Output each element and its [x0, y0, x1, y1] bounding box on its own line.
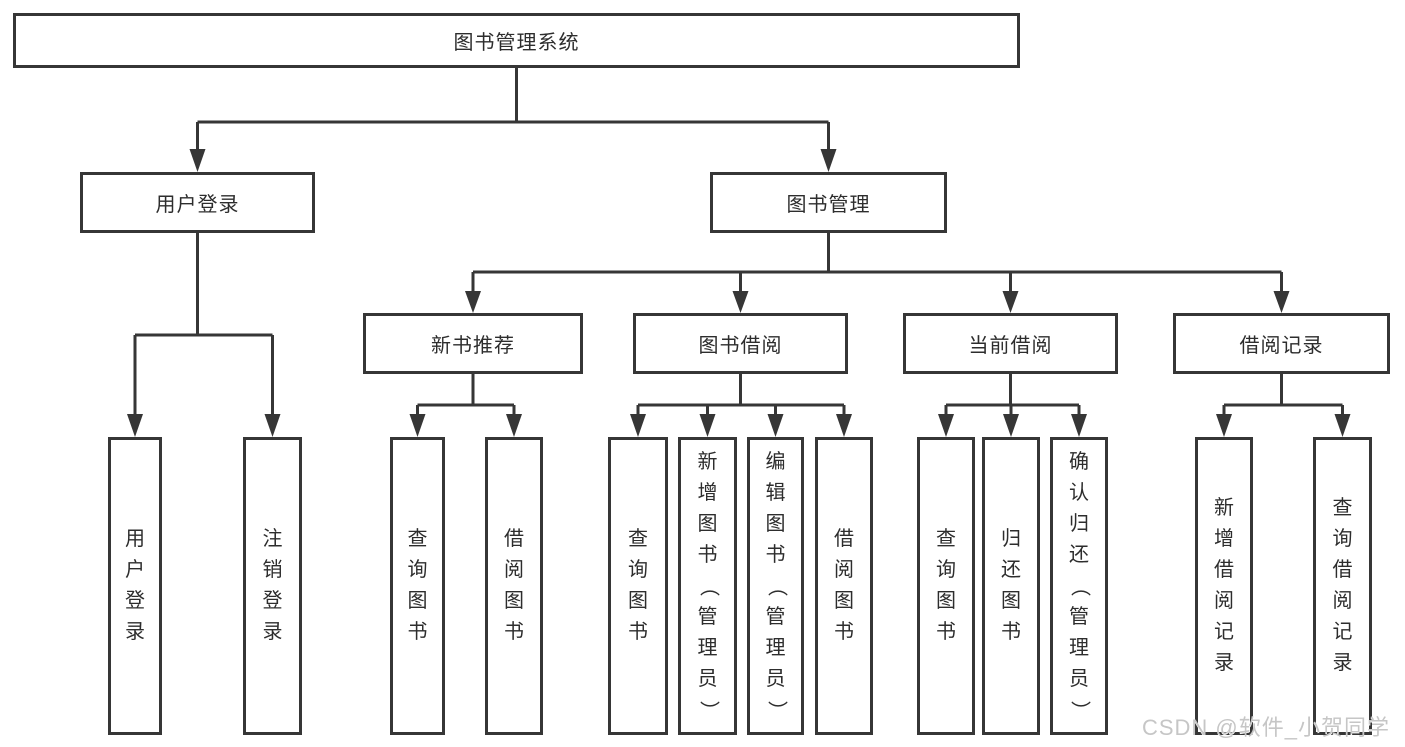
node-label: 查询借阅记录 [1332, 497, 1353, 674]
leaf-return-books: 归还图书 [982, 437, 1040, 735]
leaf-add-borrow-record: 新增借阅记录 [1195, 437, 1253, 735]
leaf-user-login: 用户登录 [108, 437, 162, 735]
node-book-borrowing: 图书借阅 [633, 313, 848, 374]
leaf-confirm-return-admin: 确认归还（管理员） [1050, 437, 1108, 735]
leaf-edit-books-admin: 编辑图书（管理员） [747, 437, 804, 735]
node-label: 图书管理系统 [453, 32, 580, 54]
node-label: 借阅图书 [504, 528, 524, 643]
node-label: 确认归还（管理员） [1068, 450, 1091, 721]
leaf-logout: 注销登录 [243, 437, 302, 735]
connector-root-to-level2 [196, 68, 830, 150]
leaf-borrow-books-recommend: 借阅图书 [485, 437, 543, 735]
node-label: 编辑图书（管理员） [765, 450, 787, 721]
leaf-borrow-books: 借阅图书 [815, 437, 873, 735]
node-label: 归还图书 [1001, 528, 1021, 643]
node-label: 图书管理 [786, 194, 871, 216]
leaf-query-books-borrow: 查询图书 [608, 437, 668, 735]
node-label: 借阅图书 [834, 528, 854, 643]
node-label: 查询图书 [936, 528, 956, 643]
leaf-query-books-current: 查询图书 [917, 437, 975, 735]
connector-records-leaves [1222, 374, 1344, 415]
node-label: 查询图书 [407, 528, 428, 643]
csdn-watermark: CSDN @软件_小贺同学 [1141, 715, 1390, 740]
connector-recommend-leaves [416, 374, 516, 415]
node-label: 借阅记录 [1239, 335, 1324, 357]
leaf-add-books-admin: 新增图书（管理员） [678, 437, 737, 735]
node-label: 新增图书（管理员） [697, 450, 719, 721]
node-label: 注销登录 [262, 528, 283, 643]
node-label: 查询图书 [628, 528, 648, 643]
leaf-query-borrow-record: 查询借阅记录 [1313, 437, 1372, 735]
node-current-borrowing: 当前借阅 [903, 313, 1118, 374]
connector-current-leaves [944, 374, 1081, 415]
node-library-management-system: 图书管理系统 [13, 13, 1020, 68]
node-label: 用户登录 [155, 194, 240, 216]
connector-user-login-leaves [133, 233, 274, 415]
node-new-book-recommendation: 新书推荐 [363, 313, 583, 374]
node-label: 图书借阅 [698, 335, 783, 357]
connector-book-management-level3 [471, 233, 1283, 292]
connector-borrow-leaves [636, 374, 846, 415]
node-label: 当前借阅 [968, 335, 1053, 357]
node-borrowing-records: 借阅记录 [1173, 313, 1390, 374]
node-label: 新书推荐 [431, 335, 515, 357]
node-label: 用户登录 [125, 528, 145, 643]
leaf-query-books-recommend: 查询图书 [390, 437, 445, 735]
node-label: 新增借阅记录 [1214, 497, 1234, 674]
node-book-management: 图书管理 [710, 172, 947, 233]
node-user-login: 用户登录 [80, 172, 315, 233]
